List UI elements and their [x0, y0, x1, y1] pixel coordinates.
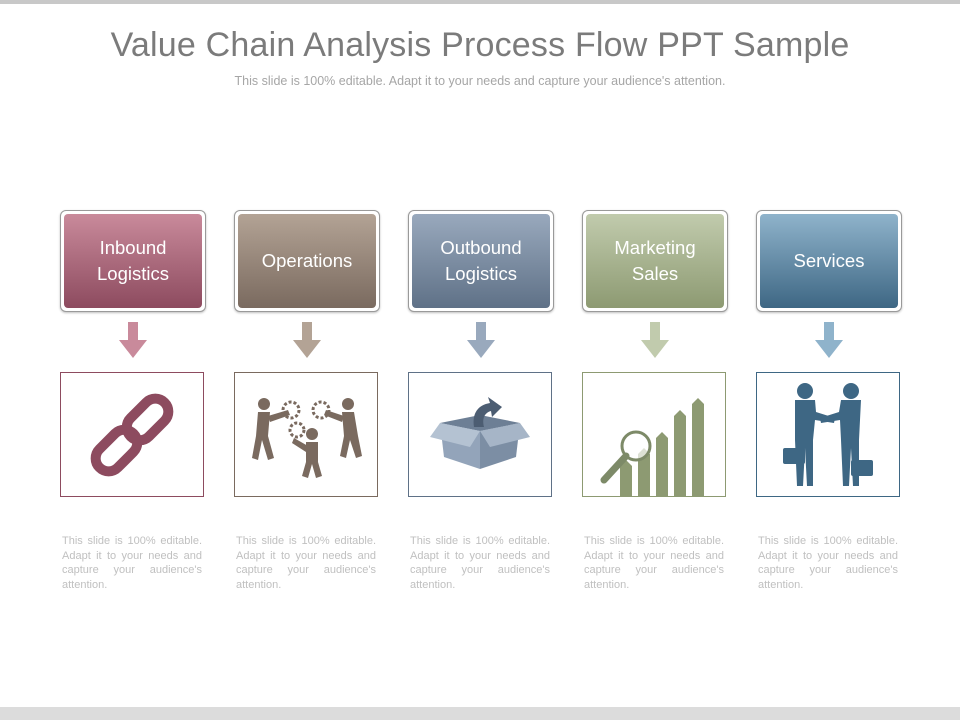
step-header-label: Outbound Logistics — [412, 214, 550, 308]
down-arrow-icon — [815, 322, 843, 358]
step-column: Inbound Logistics This slide is 100% edi… — [60, 210, 206, 600]
down-arrow-icon — [293, 322, 321, 358]
step-description: This slide is 100% editable. Adapt it to… — [62, 535, 202, 591]
step-header-box: Marketing Sales — [582, 210, 728, 312]
step-description: This slide is 100% editable. Adapt it to… — [584, 535, 724, 591]
step-icon-box — [234, 372, 378, 497]
slide-title: Value Chain Analysis Process Flow PPT Sa… — [110, 26, 850, 64]
step-column: Services This slide is 100% editable. Ad… — [756, 210, 902, 600]
step-description: This slide is 100% editable. Adapt it to… — [410, 535, 550, 591]
step-description: This slide is 100% editable. Adapt it to… — [236, 535, 376, 591]
step-header-label: Services — [760, 214, 898, 308]
down-arrow-icon — [641, 322, 669, 358]
step-header-label: Inbound Logistics — [64, 214, 202, 308]
step-header-label: Operations — [238, 214, 376, 308]
top-border — [0, 0, 960, 4]
step-column: Outbound Logistics This slide is 100% ed… — [408, 210, 554, 600]
down-arrow-icon — [119, 322, 147, 358]
down-arrow-icon — [467, 322, 495, 358]
bar-chart-magnifier-icon — [600, 398, 704, 496]
step-header-label: Marketing Sales — [586, 214, 724, 308]
handshake-icon — [783, 382, 873, 486]
step-icon-box — [582, 372, 726, 497]
step-icon-box — [408, 372, 552, 497]
step-header-box: Services — [756, 210, 902, 312]
step-column: Operations This slide is 100% ed — [234, 210, 380, 600]
step-column: Marketing Sales This slide is 100% edita… — [582, 210, 728, 600]
step-description: This slide is 100% editable. Adapt it to… — [758, 535, 898, 591]
step-icon-box — [756, 372, 900, 497]
open-box-icon — [430, 396, 530, 469]
step-header-box: Operations — [234, 210, 380, 312]
step-icon-box — [60, 372, 204, 497]
teamwork-gears-icon — [252, 397, 362, 478]
slide-subtitle: This slide is 100% editable. Adapt it to… — [234, 74, 726, 88]
chain-link-icon — [90, 393, 174, 476]
step-header-box: Inbound Logistics — [60, 210, 206, 312]
bottom-border — [0, 707, 960, 720]
step-header-box: Outbound Logistics — [408, 210, 554, 312]
